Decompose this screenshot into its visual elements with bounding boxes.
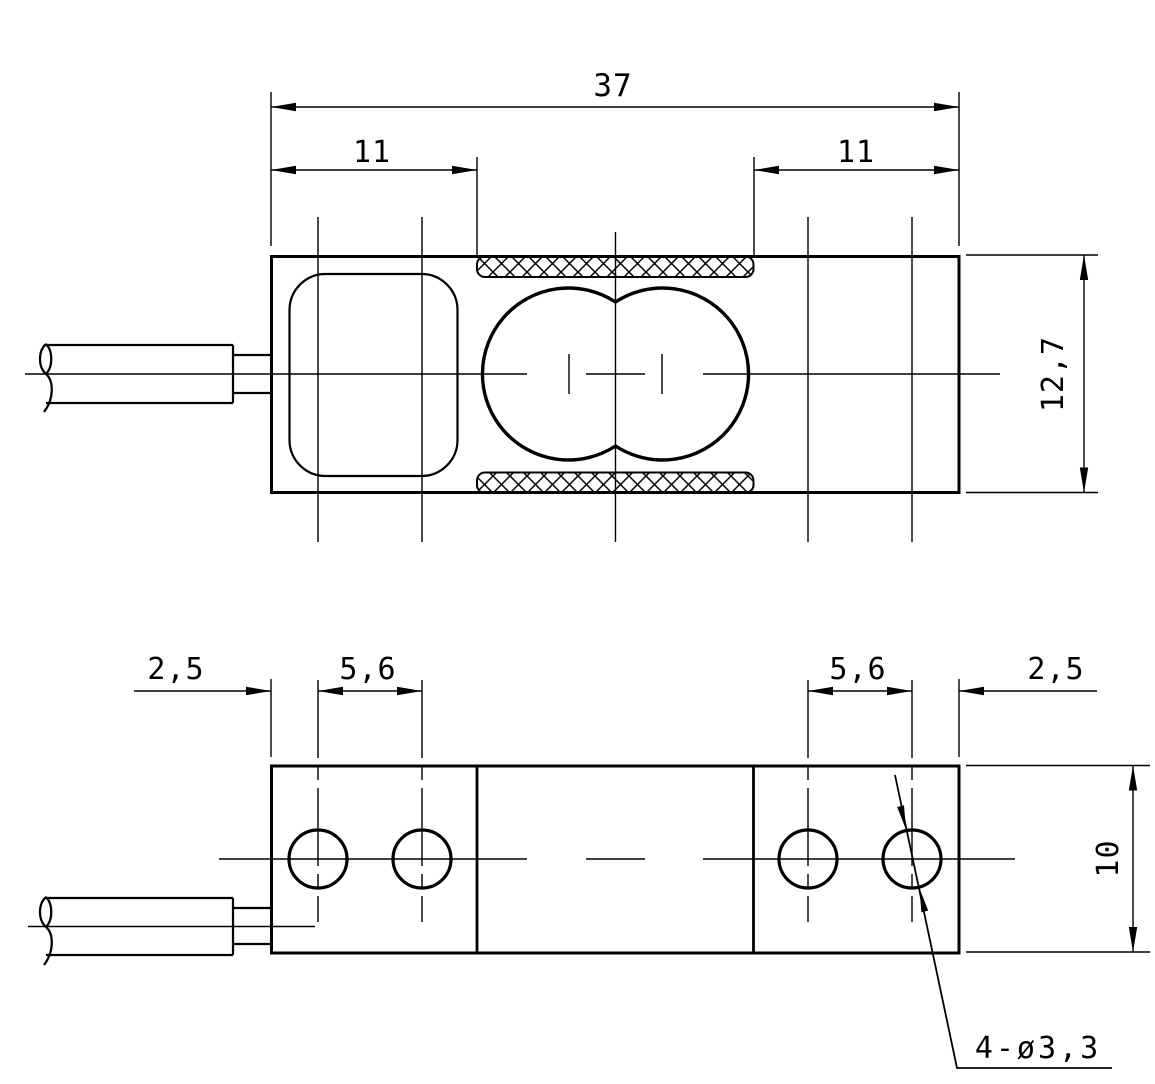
arrowhead [919, 888, 929, 913]
arrowhead [271, 102, 296, 112]
top-view: 37 11 11 12,7 [25, 68, 1098, 542]
cable-top-view [38, 343, 272, 413]
bottom-view: 2,5 5,6 5,6 2,5 10 [28, 652, 1150, 1069]
dim-label-body-width: 12,7 [1036, 336, 1071, 412]
cable-pocket-outline [288, 272, 459, 478]
dim-label-overall-length: 37 [593, 68, 632, 104]
dim-label-right-edge-offset: 2,5 [1027, 652, 1084, 687]
cable-bottom-view [38, 896, 272, 966]
arrowhead [246, 686, 271, 696]
dim-overall-length [270, 92, 960, 246]
hole-callout [894, 774, 1112, 1069]
dim-right-edge-offset [958, 679, 1097, 757]
cable-gland-stub [233, 906, 272, 946]
arrowhead [318, 686, 343, 696]
dim-label-left-section: 11 [353, 135, 391, 170]
arrowhead [1128, 765, 1138, 791]
arrowhead [959, 686, 984, 696]
mounting-hole-3 [777, 828, 839, 890]
dim-label-left-hole-pitch: 5,6 [339, 652, 396, 687]
binocular-cutout [480, 286, 751, 462]
arrowhead [1128, 927, 1138, 952]
sealing-hatch-top [476, 255, 755, 278]
arrowhead [1079, 255, 1089, 280]
arrowhead [934, 165, 959, 175]
arrowhead [452, 165, 477, 175]
arrowhead [808, 686, 833, 696]
dim-right-section [753, 157, 959, 255]
cable-gland-stub [233, 353, 272, 395]
dim-label-thickness: 10 [1091, 839, 1126, 877]
dim-left-section [271, 157, 478, 255]
dim-body-width [966, 254, 1098, 494]
body-outline-top-view [270, 255, 961, 494]
dim-label-left-edge-offset: 2,5 [147, 652, 204, 687]
cable-break-icon [45, 896, 53, 928]
mounting-hole-4 [881, 828, 943, 890]
dim-label-right-hole-pitch: 5,6 [829, 652, 886, 687]
bottom-view-centerlines [28, 680, 1015, 928]
sealing-hatch-bottom [476, 471, 755, 494]
arrowhead [897, 805, 906, 830]
dim-left-edge-offset [134, 679, 272, 757]
dim-thickness [966, 764, 1150, 953]
arrowhead [934, 102, 959, 112]
dim-label-right-section: 11 [837, 135, 875, 170]
mounting-hole-2 [391, 828, 453, 890]
arrowhead [397, 686, 422, 696]
mounting-hole-1 [287, 828, 349, 890]
dim-left-hole-pitch [318, 686, 422, 696]
arrowhead [754, 165, 779, 175]
top-view-centerlines [25, 217, 1000, 542]
hole-callout-label: 4-ø3,3 [975, 1031, 1101, 1066]
leader-line [894, 774, 1112, 1069]
body-outline-bottom-view [270, 764, 961, 955]
dim-right-hole-pitch [808, 686, 912, 696]
arrowhead [1079, 467, 1089, 493]
arrowhead [271, 165, 296, 175]
arrowhead [887, 686, 912, 696]
cable-break-icon [45, 343, 53, 375]
